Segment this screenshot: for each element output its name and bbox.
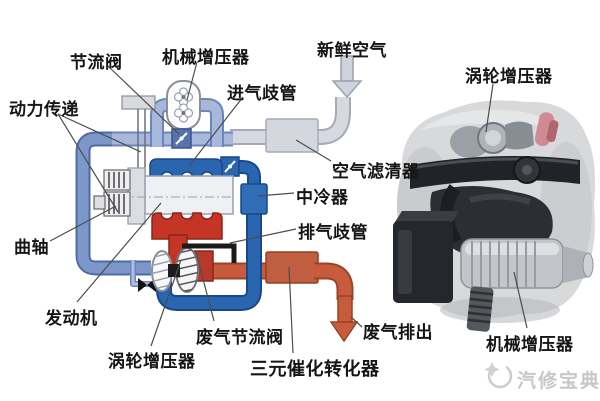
photo-corrugated-hose [466,286,494,332]
photo-turbocharger [450,112,559,158]
catalytic-converter-box [265,251,319,284]
label-intercooler: 中冷器 [296,188,349,207]
exhaust-elbow [314,262,354,300]
label-supercharger: 机械增压器 [162,48,250,67]
exhaust-out-arrow-icon [329,295,359,343]
air-filter-box [265,118,319,153]
throttle-valve-icon [171,128,192,149]
label-air-filter: 空气滤清器 [332,162,420,181]
label-crankshaft: 曲轴 [14,238,49,257]
charge-pipe-link [216,160,261,188]
engine-photo [393,100,595,332]
leader-lines [49,61,528,354]
fresh-air-arrow-icon [331,55,363,99]
exhaust-manifold-rail [151,212,223,240]
label-exhaust-manifold: 排气歧管 [298,223,368,242]
label-exhaust-out: 废气排出 [363,323,433,342]
label-photo-turbocharger: 涡轮增压器 [465,67,553,86]
crankshaft-pulleys [93,169,131,217]
photo-supercharger [460,238,594,289]
label-catalytic-converter: 三元催化转化器 [250,359,380,379]
intake-manifold-rail [149,158,223,179]
label-power-transmission: 动力传递 [9,100,79,119]
fresh-air-pipe [230,97,351,145]
label-turbocharger: 涡轮增压器 [108,352,196,371]
label-fresh-air: 新鲜空气 [317,41,387,60]
wastegate-rod [182,243,237,263]
supercharger-rotors-icon [166,80,201,130]
label-photo-supercharger: 机械增压器 [486,335,574,354]
engine-block [103,167,234,225]
boost-valve-icon [220,156,240,177]
label-throttle-valve: 节流阀 [70,53,123,72]
label-engine: 发动机 [45,309,98,328]
label-exhaust-throttle: 废气节流阀 [196,328,284,347]
intake-pipe-left [75,131,151,276]
watermark-logo-icon [484,362,513,389]
belt-drive [121,95,156,178]
label-intake-manifold: 进气歧管 [227,84,297,103]
intercooler-box [240,183,268,215]
watermark-text: 汽修宝典 [517,371,600,392]
